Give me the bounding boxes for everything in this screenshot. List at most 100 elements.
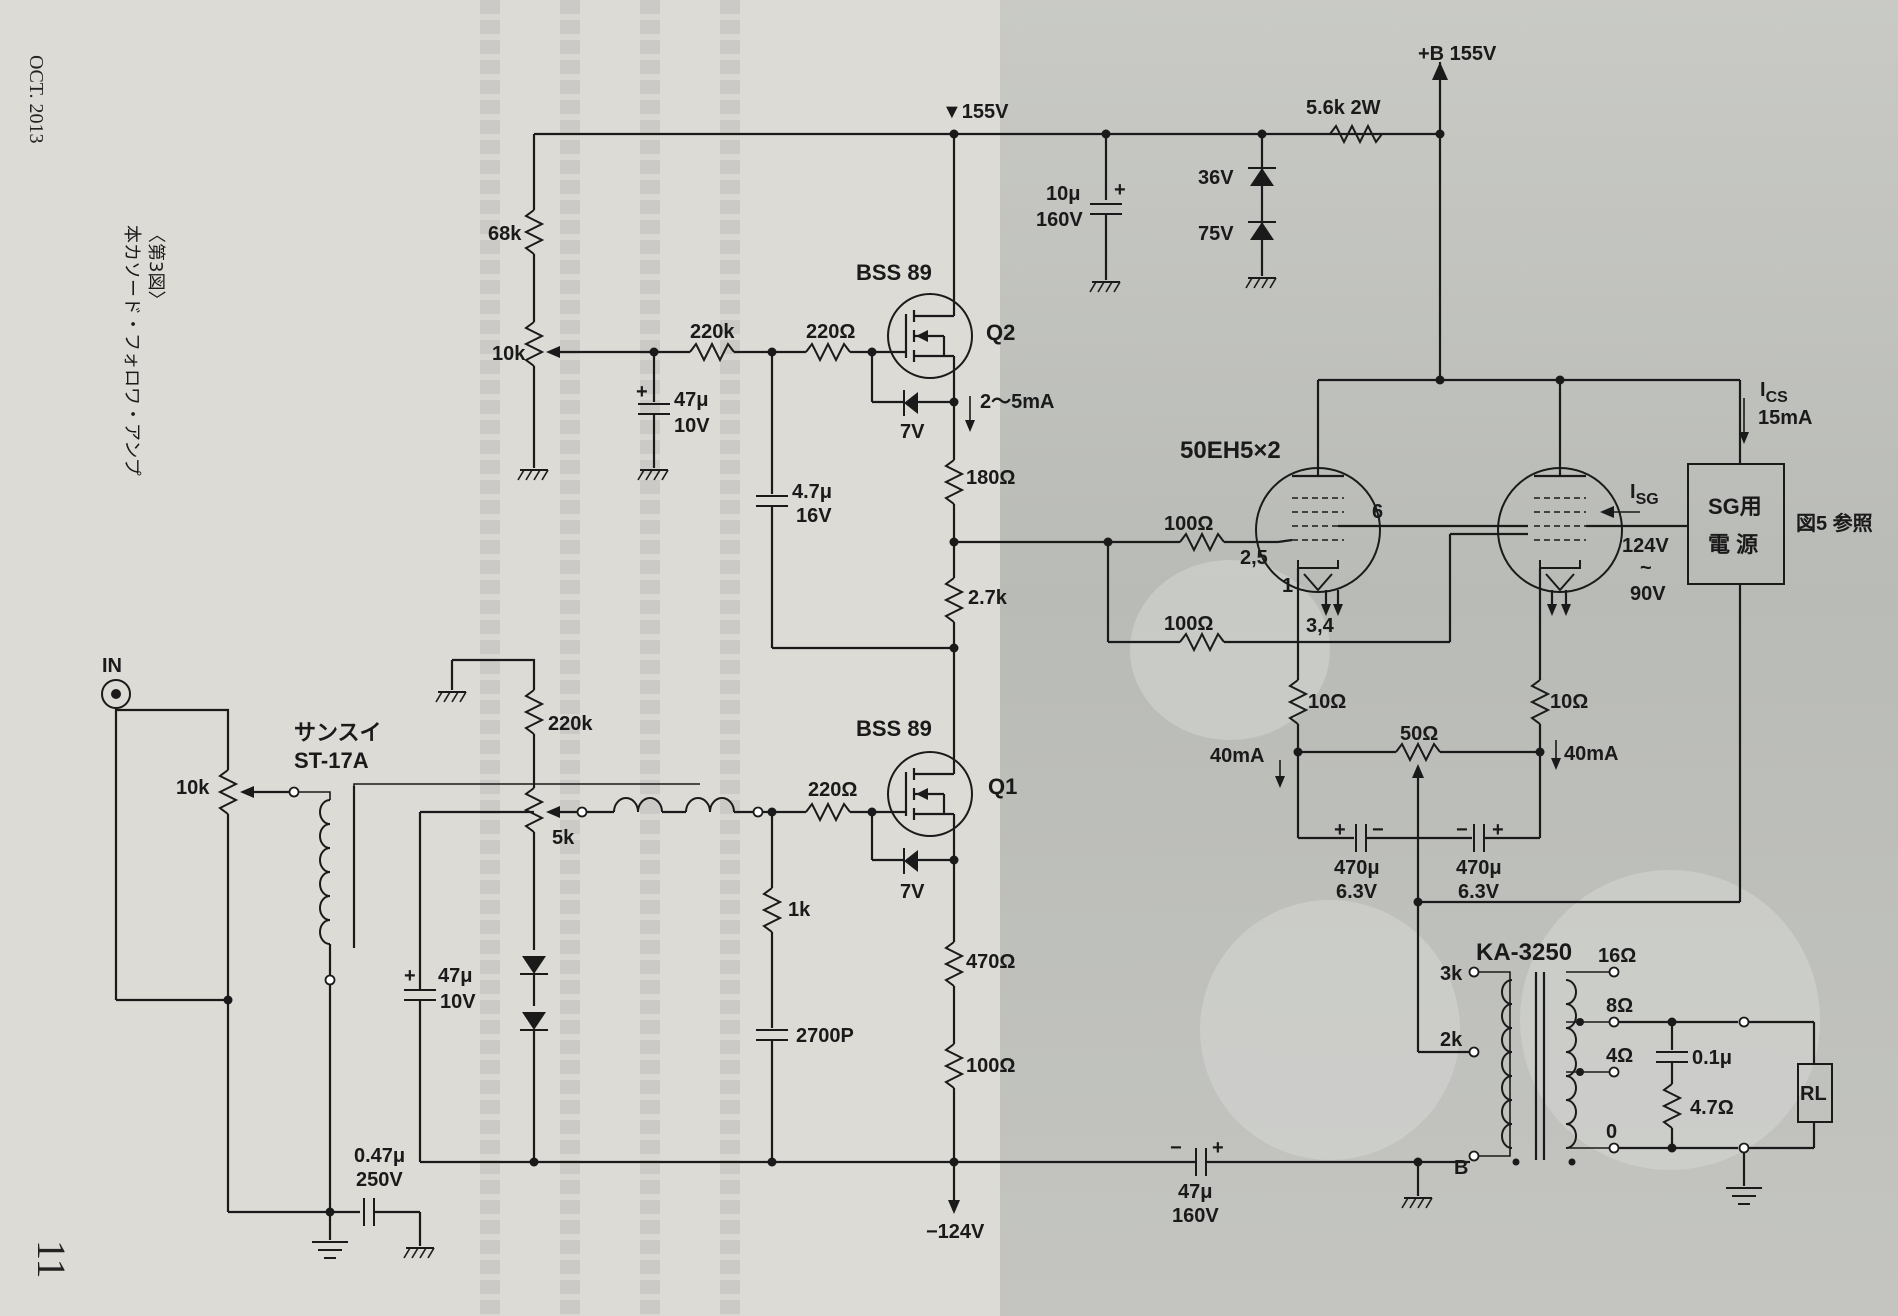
trans-model-label: ST-17A [294, 748, 369, 773]
resistor-220k-q2 [689, 341, 735, 363]
output-cold-terminal [1738, 1142, 1750, 1154]
ground-icon [312, 1241, 348, 1259]
bleed-text-column [720, 0, 740, 1316]
trans-primary-wire [298, 791, 331, 800]
r220k-q2-label: 220k [690, 321, 735, 343]
pot-5k [523, 787, 545, 833]
r470-label: 470Ω [966, 951, 1015, 973]
cap10u-voltage: 160V [1036, 209, 1083, 231]
zener-75v-label: 75V [1198, 223, 1234, 245]
resistor-100-a [1179, 531, 1225, 553]
cap470-left-voltage: 6.3V [1336, 881, 1378, 903]
minus-rail-arrow-icon [948, 1200, 960, 1214]
figure-number: 〈第3図〉 [145, 225, 166, 308]
v-range-tilde: ~ [1640, 557, 1652, 579]
ground-icon [1245, 277, 1277, 289]
tap-0-terminal [1608, 1142, 1620, 1154]
phase-dot [1512, 1158, 1520, 1166]
cap470-right-voltage: 6.3V [1458, 881, 1500, 903]
q2-device-label: BSS 89 [856, 260, 932, 285]
tap-b-terminal [1468, 1150, 1480, 1162]
input-trans-primary [319, 799, 331, 945]
cap4u7-label: 4.7μ [792, 481, 832, 503]
pot-10k-q2 [523, 321, 545, 367]
cap47u-160-label: 47μ [1178, 1181, 1212, 1203]
bplus-arrow-icon [1432, 62, 1448, 80]
isg-label: ISG [1630, 481, 1659, 508]
ics-value: 15mA [1758, 407, 1812, 429]
minus-124-label: −124V [926, 1221, 985, 1243]
v-range-b: 90V [1630, 583, 1666, 605]
cap47u-q1-voltage: 10V [440, 991, 476, 1013]
pot-10k-input [217, 769, 239, 815]
bplus-label: +B 155V [1418, 43, 1497, 65]
junction-dot [1413, 897, 1423, 907]
input-hot-wire [116, 708, 230, 770]
resistor-10-right [1529, 679, 1551, 725]
isg-arrow-icon [1600, 506, 1614, 518]
resistor-220-q1 [805, 801, 851, 823]
r50-label: 50Ω [1400, 723, 1438, 745]
tap-2k-label: 2k [1440, 1029, 1463, 1051]
current-arrow-right-head [1551, 758, 1561, 770]
zener-7v-q1-icon [904, 850, 918, 872]
resistor-5k6 [1329, 123, 1383, 145]
phase-dot [1568, 1158, 1576, 1166]
tap-8-terminal [1608, 1016, 1620, 1028]
r2k7-label: 2.7k [968, 587, 1008, 609]
trans-name-label: サンスイ [294, 720, 382, 745]
q1-device-label: BSS 89 [856, 716, 932, 741]
sg-ref-label: 図5 参照 [1796, 511, 1873, 535]
wiper-arrow-icon [546, 346, 560, 358]
q2-name-label: Q2 [986, 320, 1015, 345]
cap047-label: 0.47μ [354, 1145, 405, 1167]
junction-dot [1435, 375, 1445, 385]
tap-0-label: 0 [1606, 1121, 1617, 1143]
zener-75v-icon [1250, 222, 1274, 240]
cap470-left-minus: − [1372, 819, 1384, 841]
resistor-180 [943, 459, 965, 505]
tube-right [1497, 467, 1623, 593]
zener-7v-q1-label: 7V [900, 881, 925, 903]
tap-2k-terminal [1468, 1046, 1480, 1058]
r220k-q1-lead [452, 658, 536, 690]
resistor-68k [523, 209, 545, 255]
input-pot-wiper-icon [240, 786, 254, 798]
cap470-right-label: 470μ [1456, 857, 1502, 879]
resistor-220k-q1 [523, 689, 545, 735]
secondary-winding [1565, 979, 1577, 1149]
ground-icon [435, 691, 467, 703]
ground-icon [403, 1247, 435, 1259]
pin-34-label: 3,4 [1306, 615, 1335, 637]
sg-box-line1: SG用 [1708, 494, 1762, 519]
r10-left-label: 10Ω [1308, 691, 1346, 713]
tap-4-terminal [1608, 1066, 1620, 1078]
r220-q1-label: 220Ω [808, 779, 857, 801]
issue-date: OCT. 2013 [25, 55, 47, 144]
ics-label: ICS [1760, 379, 1788, 406]
tap-b-label: B [1454, 1157, 1468, 1179]
ground-icon [1401, 1197, 1433, 1209]
bleed-text-column [560, 0, 580, 1316]
cap470-left-plus: + [1334, 819, 1346, 841]
input-label: IN [102, 655, 122, 677]
heater-arrow-icon [1561, 604, 1571, 616]
photo-blob-3 [1130, 560, 1330, 740]
sg-box-line2: 電 源 [1708, 532, 1758, 557]
junction-dot [1576, 1018, 1584, 1026]
v-range-a: 124V [1622, 535, 1669, 557]
tap-3k-label: 3k [1440, 963, 1463, 985]
pin-6-label: 6 [1372, 501, 1383, 523]
resistor-4r7 [1661, 1083, 1683, 1129]
trans-ct-terminal [324, 974, 336, 986]
pot5k-label: 5k [552, 827, 575, 849]
cap47u-plus: + [636, 381, 648, 403]
cap047-voltage: 250V [356, 1169, 403, 1191]
r220k-q1-label: 220k [548, 713, 593, 735]
cap10u-plus: + [1114, 179, 1126, 201]
cap47u-q1-label: 47μ [438, 965, 472, 987]
r4r7-label: 4.7Ω [1690, 1097, 1734, 1119]
rail-155v-label: ▼155V [942, 101, 1009, 123]
